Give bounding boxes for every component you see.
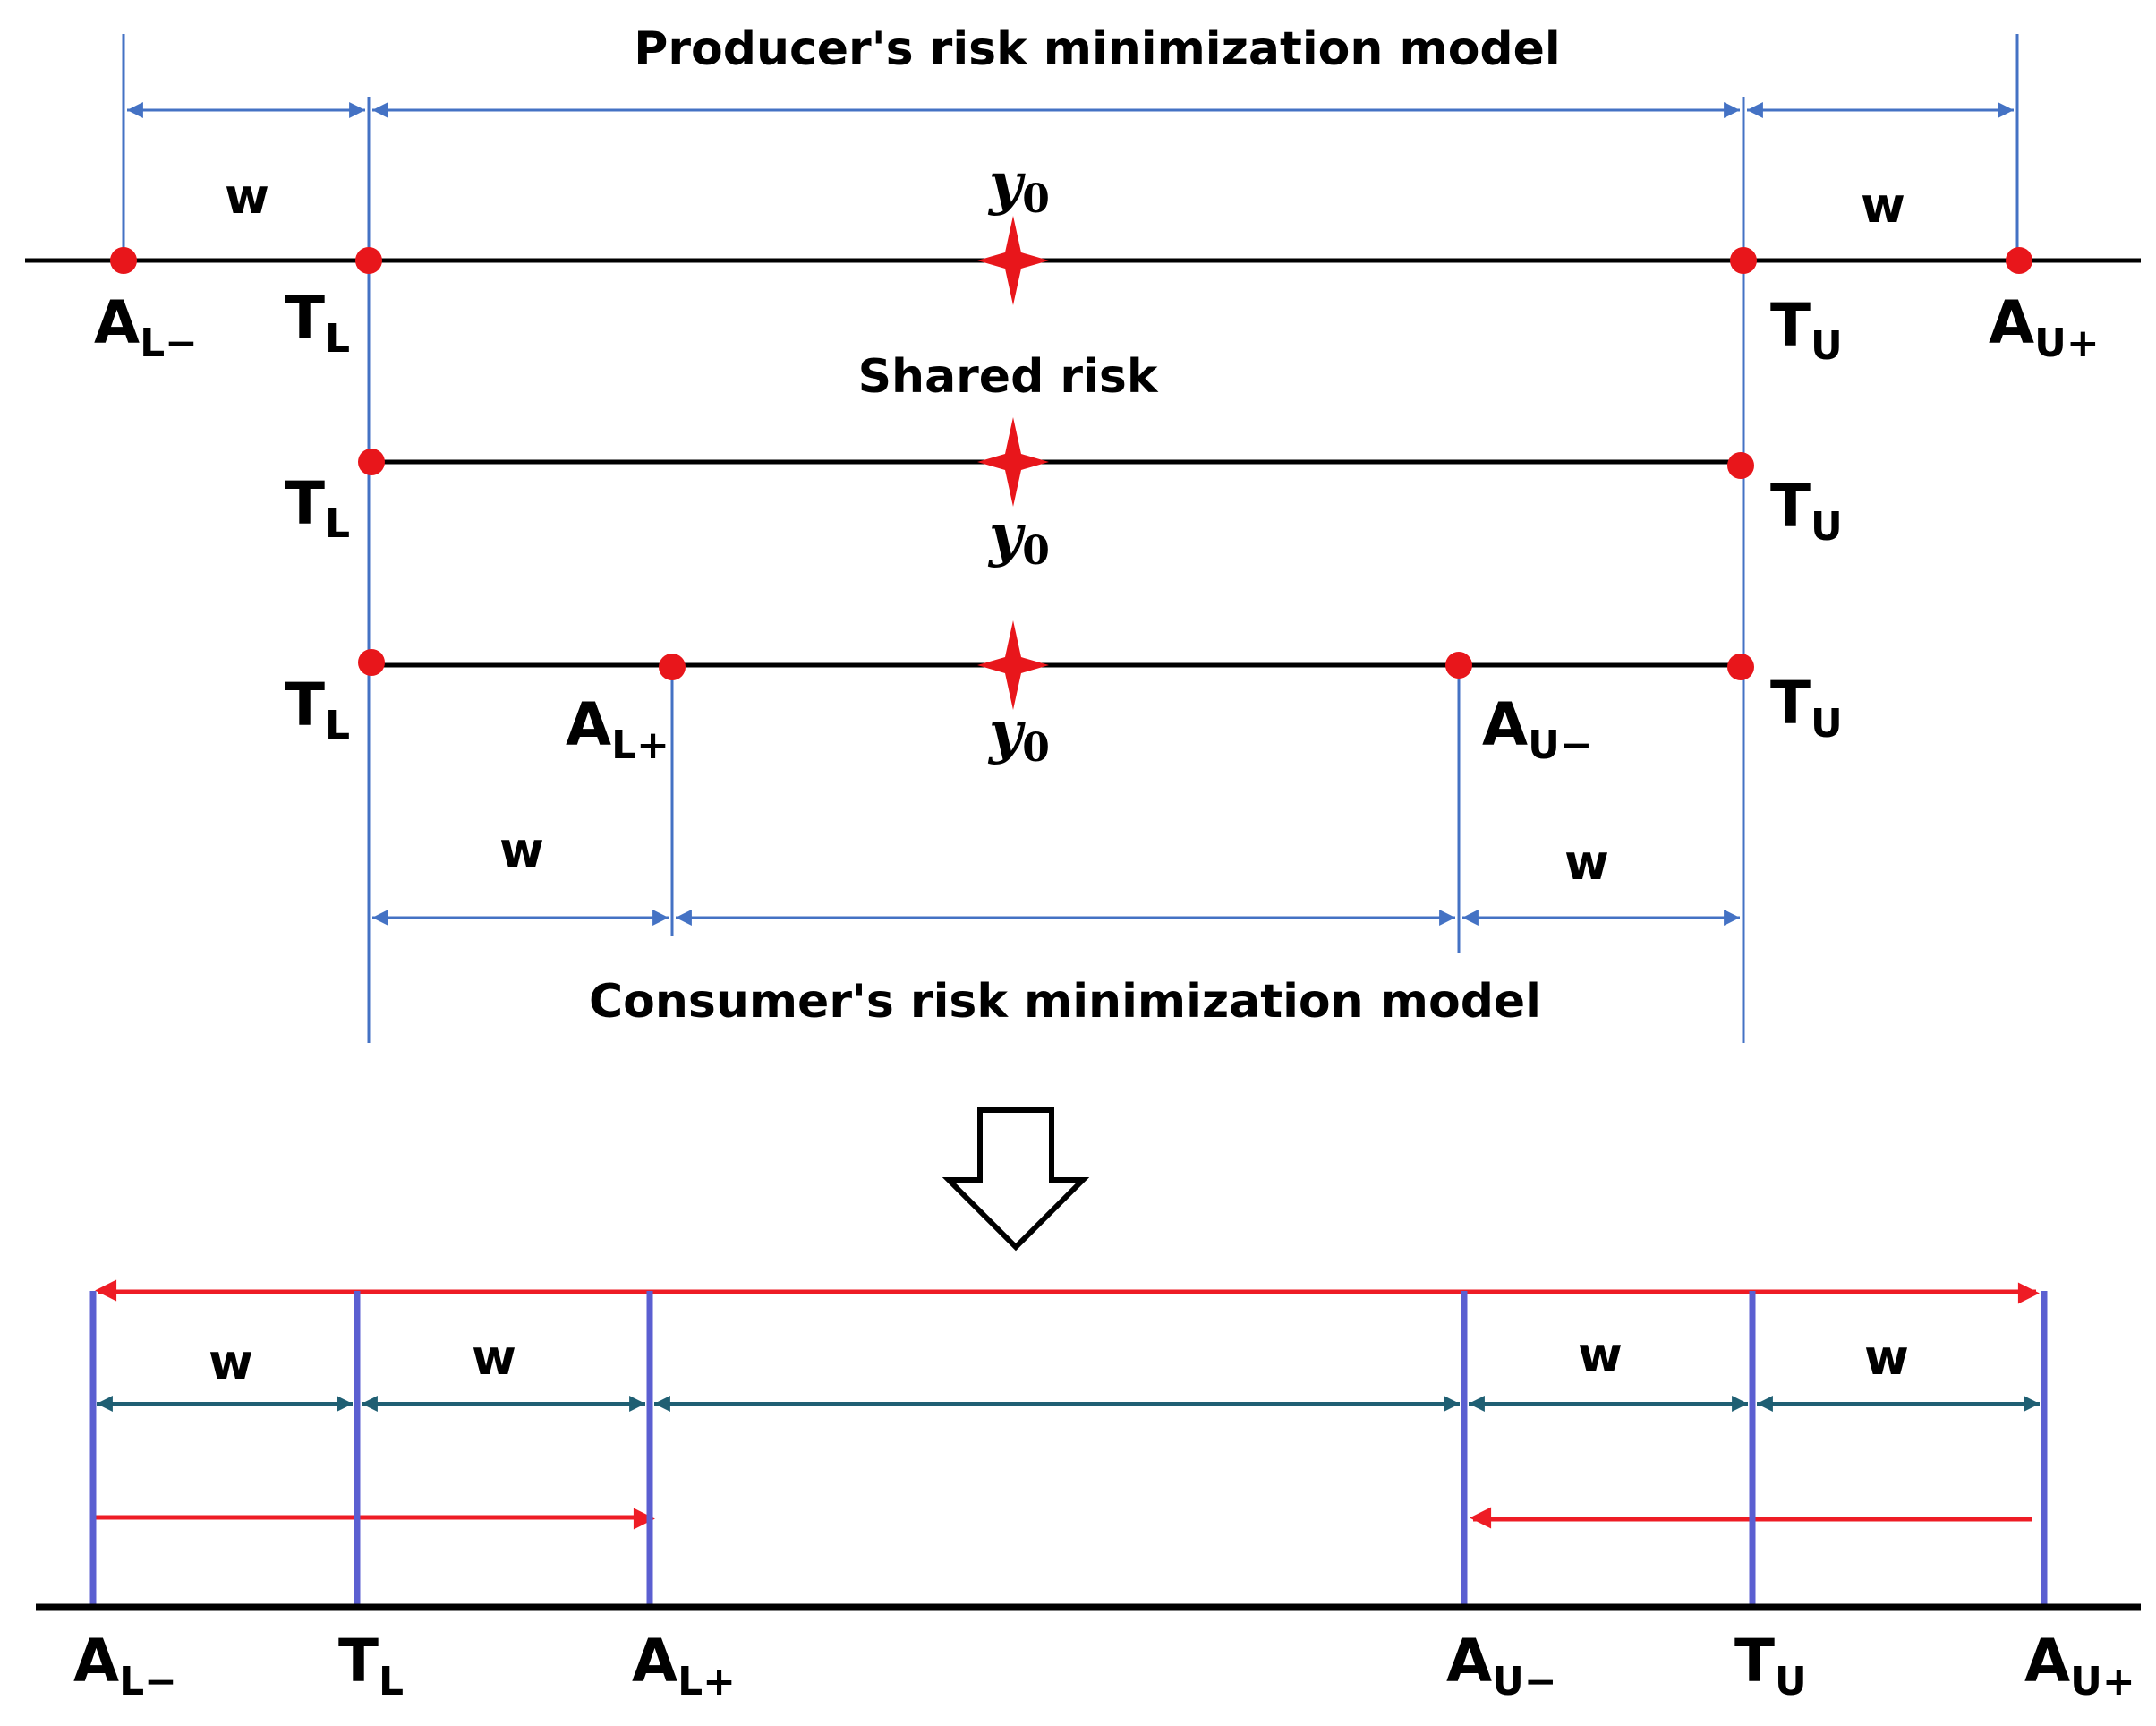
point-label-t-u: TU [1770,472,1843,550]
guide-lines [122,34,2019,1043]
target-label: y0 [987,150,1050,222]
consumer-model: y0 TL AL+ AU− TU w w Consumer's risk min… [285,620,1843,1029]
marker-t-l [358,449,385,475]
marker-t-u [1730,247,1757,274]
marker-a-l-plus [659,654,686,680]
top-panel: Producer's risk minimization model w w y… [25,22,2141,1043]
target-star-marker [977,417,1049,507]
target-star-marker [977,216,1049,305]
producer-title: Producer's risk minimization model [634,22,1561,76]
point-label-t-l: TL [338,1627,404,1705]
bottom-panel: w w w w AL− TL AL+ AU− TU AU+ [36,1279,2141,1705]
target-star-marker [977,620,1049,710]
marker-a-l-minus [110,247,137,274]
point-label-a-l-plus: AL+ [632,1627,736,1705]
marker-t-u [1727,654,1754,680]
width-label: w [472,1329,516,1386]
limit-bars [89,1291,2048,1607]
point-label-t-u: TU [1770,291,1843,369]
width-label: w [1861,177,1905,234]
point-label-a-l-minus: AL− [73,1627,177,1705]
point-label-a-l-minus: AL− [94,288,198,366]
point-label-a-u-plus: AU+ [2024,1627,2135,1705]
target-label: y0 [987,502,1050,574]
width-label: w [1564,834,1609,891]
down-arrow-icon [942,1107,1090,1252]
point-label-a-l-plus: AL+ [566,690,669,768]
width-label: w [499,822,544,878]
point-label-a-u-minus: AU− [1446,1627,1557,1705]
width-label: w [1578,1327,1623,1383]
target-label: y0 [987,699,1050,771]
point-label-t-u: TU [1770,669,1843,747]
point-label-t-l: TL [285,284,350,362]
producer-model: Producer's risk minimization model w w y… [25,22,2141,369]
width-label: w [1864,1329,1909,1386]
marker-t-u [1727,452,1754,479]
point-label-a-u-plus: AU+ [1989,288,2100,366]
marker-t-l [355,247,382,274]
marker-a-u-minus [1445,652,1472,679]
consumer-title: Consumer's risk minimization model [589,975,1541,1029]
point-label-a-u-minus: AU− [1482,690,1593,768]
shared-model: Shared risk y0 TL TU [285,350,1843,574]
marker-t-l [358,649,385,676]
marker-a-u-plus [2006,247,2032,274]
shared-title: Shared risk [858,350,1159,404]
point-label-t-l: TL [285,671,350,748]
point-label-t-u: TU [1734,1627,1807,1705]
width-label: w [209,1334,253,1390]
point-label-t-l: TL [285,469,350,547]
width-label: w [225,168,269,225]
